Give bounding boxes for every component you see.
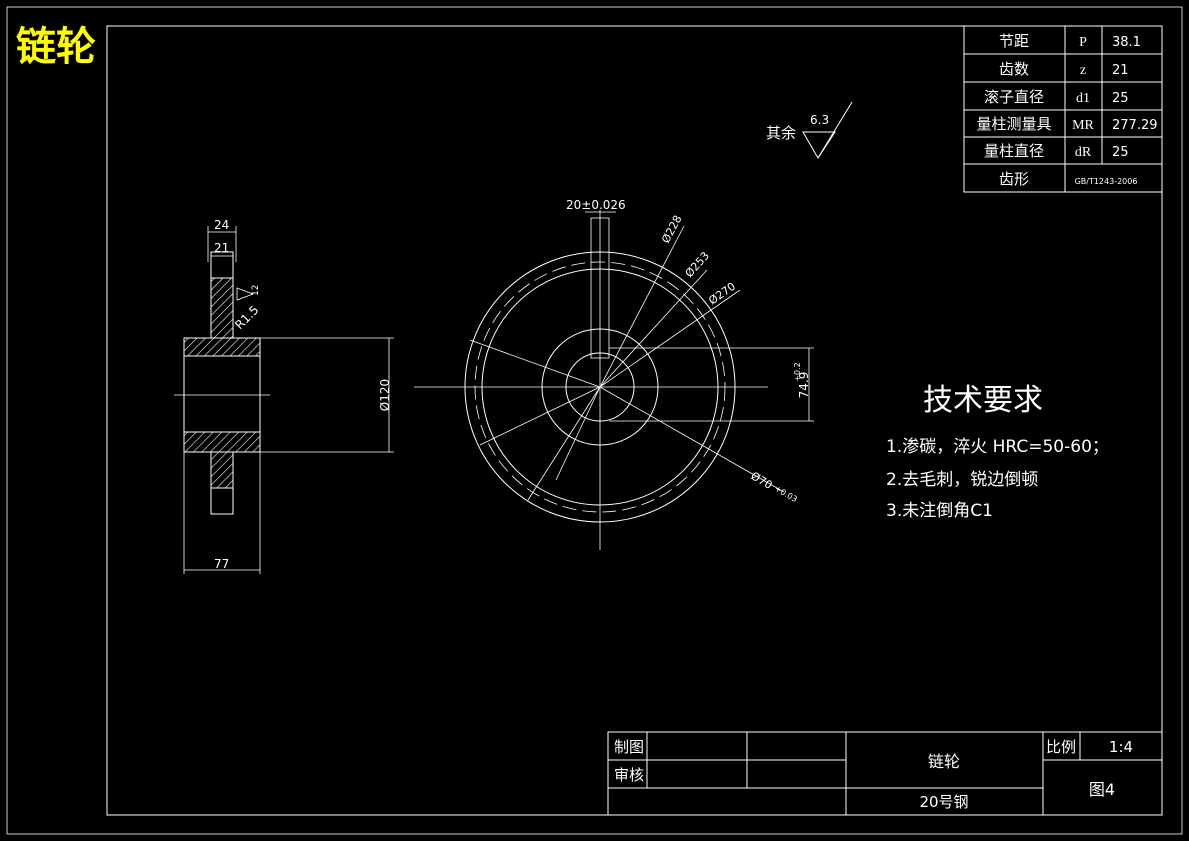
tech-item-1: 1.渗碳，淬火 HRC=50-60； xyxy=(886,437,1109,457)
tb-scale-value: 1:4 xyxy=(1109,738,1133,756)
param-label-pin: 量柱直径 xyxy=(984,142,1044,160)
param-value-measure: 277.29 xyxy=(1112,118,1158,133)
param-value-roller: 25 xyxy=(1112,91,1129,106)
tech-heading: 技术要求 xyxy=(923,383,1043,418)
tb-material: 20号钢 xyxy=(919,793,968,811)
parameter-table: 节距 P 38.1 齿数 z 21 滚子直径 d1 25 量柱测量具 MR 27… xyxy=(963,25,1163,193)
dim-diameter-228: Ø228 xyxy=(659,213,684,245)
roughness-value: 6.3 xyxy=(810,113,829,127)
technical-requirements: 技术要求 1.渗碳，淬火 HRC=50-60； 2.去毛刺，锐边倒顿 3.未注倒… xyxy=(886,383,1109,521)
dim-diameter-253: Ø253 xyxy=(683,249,713,280)
dim-width-77: 77 xyxy=(214,557,229,571)
tech-item-2: 2.去毛刺，锐边倒顿 xyxy=(886,470,1038,490)
param-symbol-roller: d1 xyxy=(1076,91,1090,106)
dim-diameter-120: Ø120 xyxy=(378,379,392,411)
param-symbol-teeth: z xyxy=(1080,63,1086,78)
param-label-profile: 齿形 xyxy=(999,170,1029,188)
tb-drawing-number: 图4 xyxy=(1089,780,1115,799)
tb-part-name: 链轮 xyxy=(928,752,960,771)
dim-width-21: 21 xyxy=(214,241,229,255)
dim-diameter-70-tol: +0.03 xyxy=(773,484,799,504)
param-value-pitch: 38.1 xyxy=(1112,35,1141,50)
dim-diameter-270: Ø270 xyxy=(706,280,738,308)
dim-keyway: 20±0.026 xyxy=(566,198,626,212)
side-section-view: 24 21 12 R1.5 Ø120 77 xyxy=(174,218,394,574)
param-symbol-pin: dR xyxy=(1075,145,1092,160)
dim-width-24: 24 xyxy=(214,218,229,232)
outer-border xyxy=(6,6,1183,835)
param-symbol-measure: MR xyxy=(1072,118,1094,133)
roughness-label: 其余 xyxy=(766,124,796,142)
tech-item-3: 3.未注倒角C1 xyxy=(886,501,993,521)
front-view: 20±0.026 74.9 +0.2 Ø228 Ø253 Ø270 Ø70 +0… xyxy=(414,198,814,550)
param-value-pin: 25 xyxy=(1112,145,1129,160)
param-value-teeth: 21 xyxy=(1112,63,1129,78)
dim-keyway-depth: 74.9 xyxy=(797,372,811,399)
title-block: 制图 审核 链轮 20号钢 比例 1:4 图4 xyxy=(607,731,1163,816)
tb-scale-label: 比例 xyxy=(1046,738,1076,756)
tb-checked-label: 审核 xyxy=(614,766,644,784)
dim-roughness-12: 12 xyxy=(251,285,261,296)
param-symbol-pitch: P xyxy=(1079,35,1087,50)
drawing-title: 链轮 xyxy=(16,24,96,70)
roughness-symbol: 其余 6.3 xyxy=(766,101,853,159)
param-label-roller: 滚子直径 xyxy=(984,88,1044,106)
param-label-teeth: 齿数 xyxy=(999,60,1029,78)
param-label-pitch: 节距 xyxy=(999,32,1029,50)
param-value-profile: GB/T1243-2006 xyxy=(1075,177,1138,186)
param-label-measure: 量柱测量具 xyxy=(976,115,1051,133)
tb-drawn-label: 制图 xyxy=(614,738,644,756)
dim-keyway-depth-tol: +0.2 xyxy=(793,362,802,381)
dim-diameter-70: Ø70 xyxy=(749,469,775,492)
dim-radius: R1.5 xyxy=(232,303,261,332)
